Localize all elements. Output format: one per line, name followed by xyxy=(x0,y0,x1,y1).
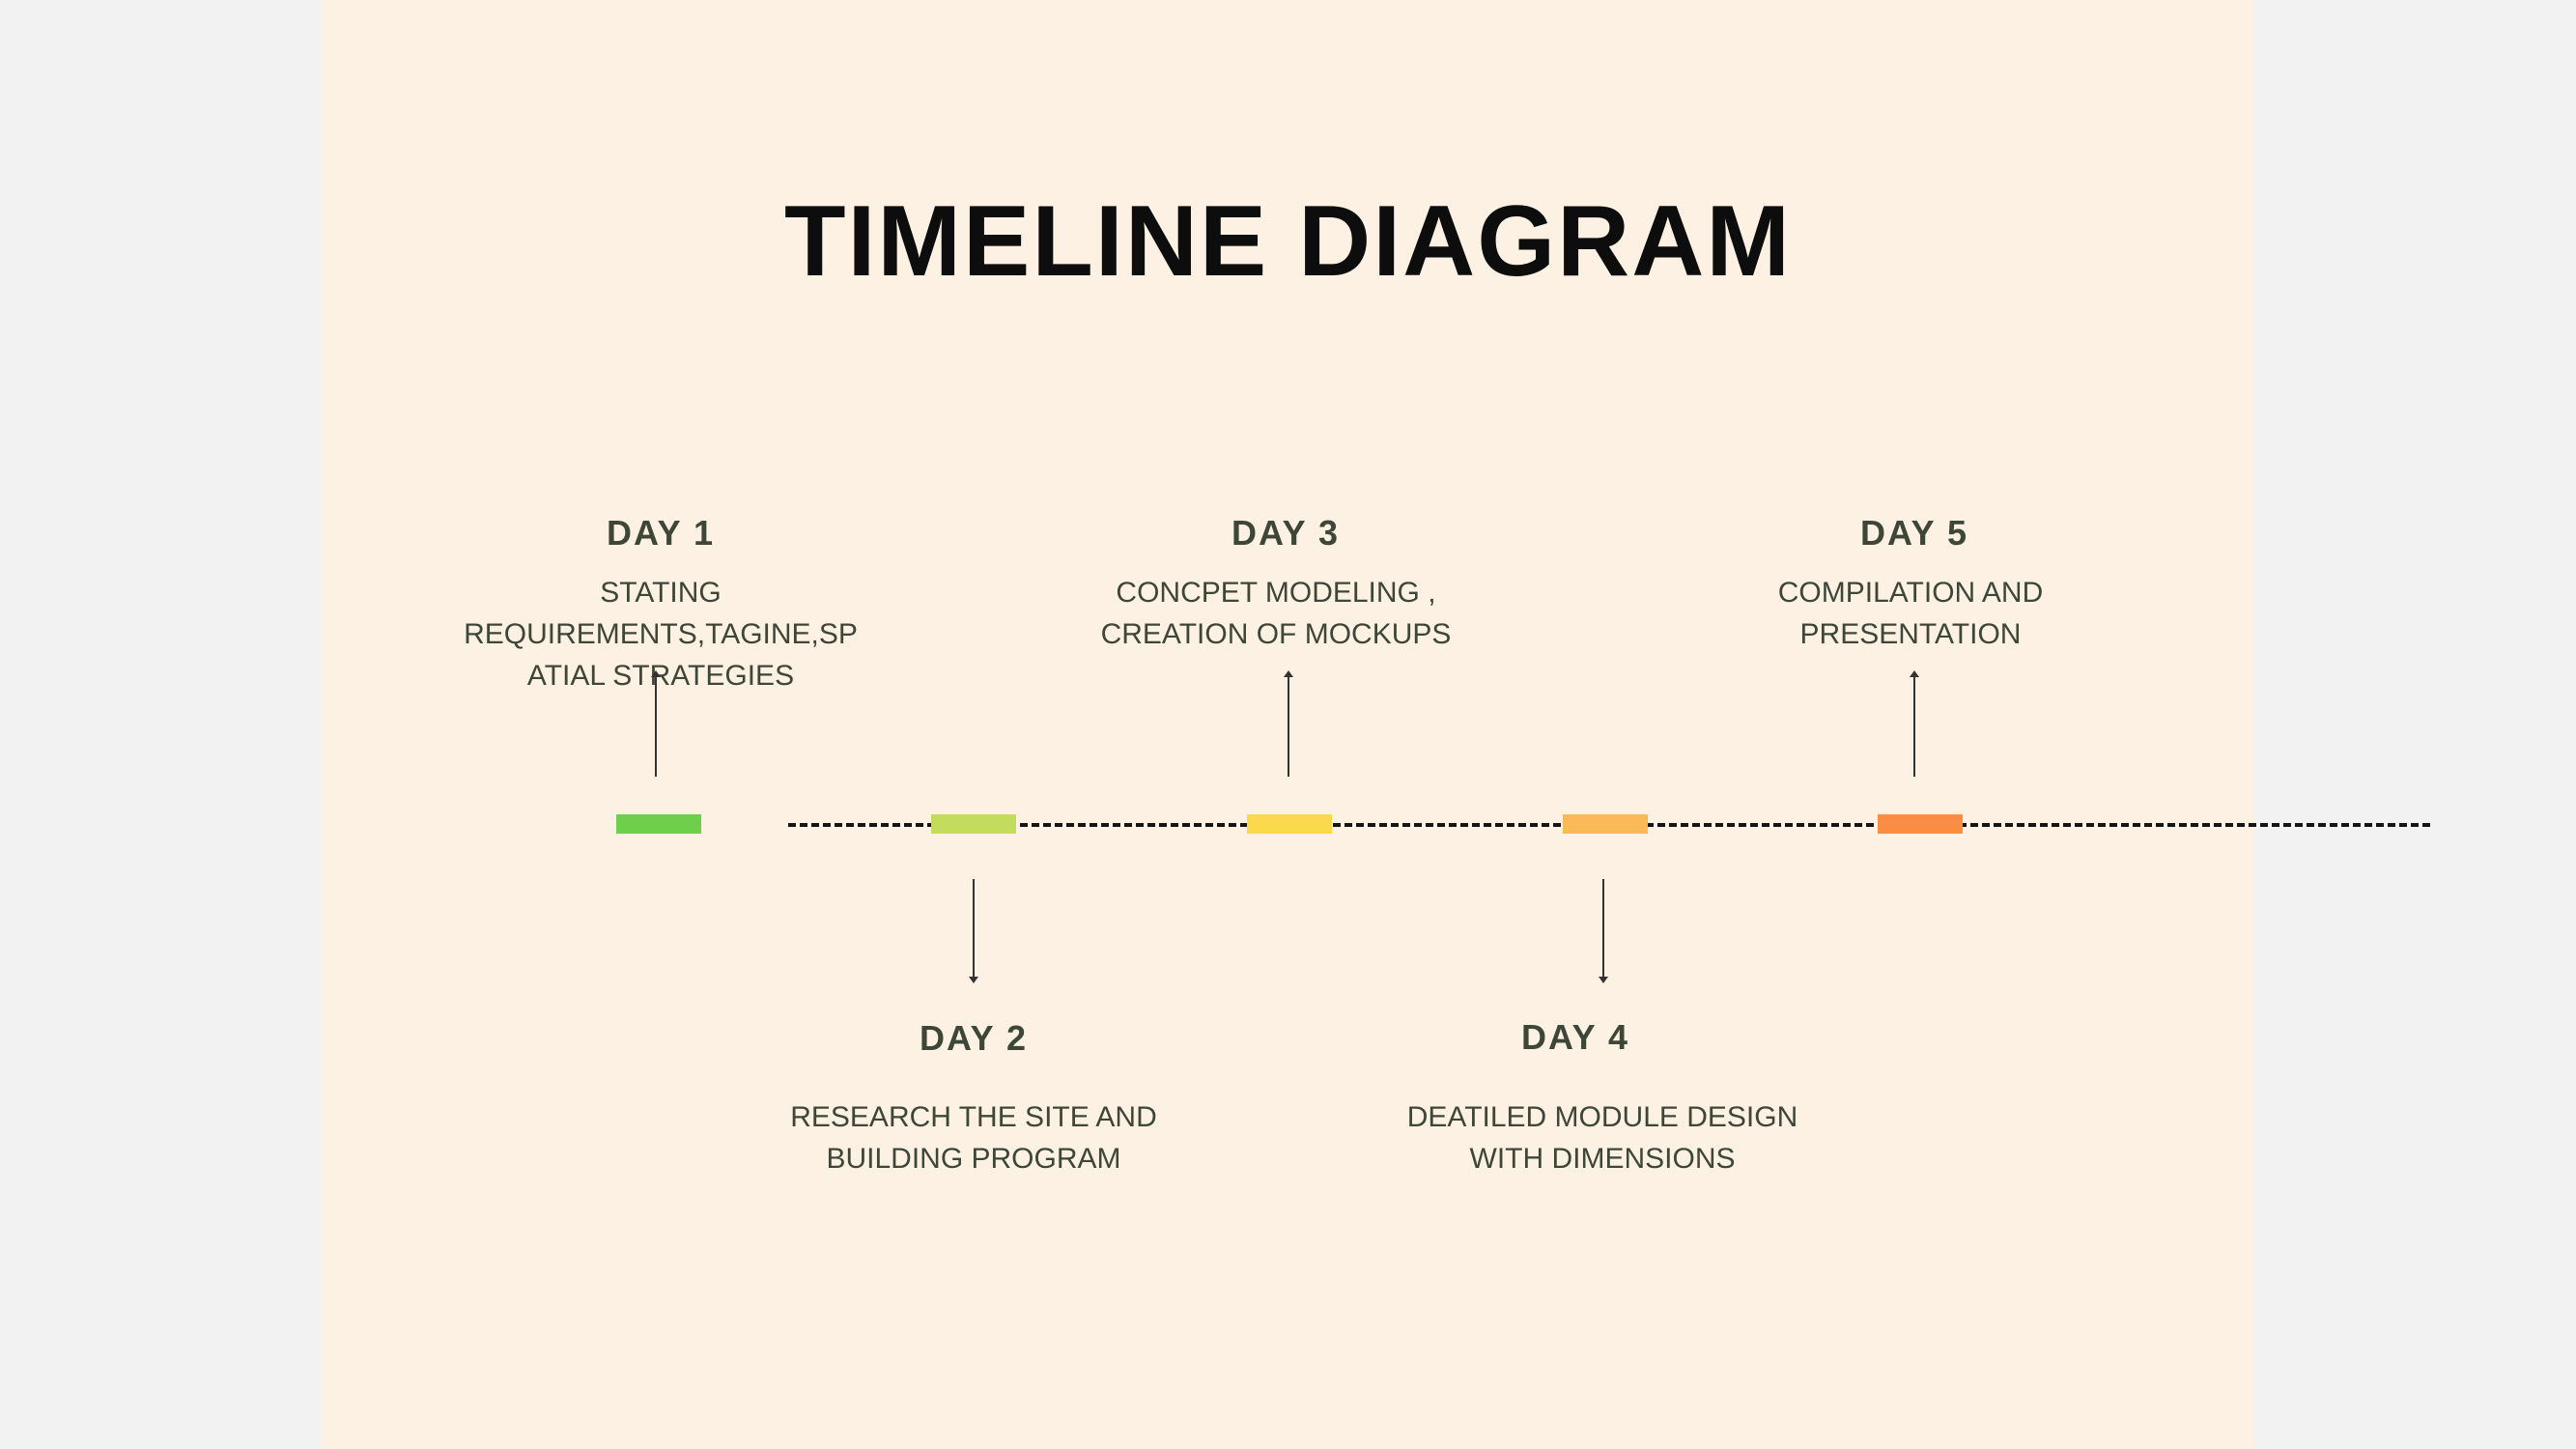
event-day-5-label: DAY 5 xyxy=(1859,513,1969,553)
event-day-5-line-2: PRESENTATION xyxy=(1799,618,2022,650)
diagram-title: TIMELINE DIAGRAM xyxy=(783,185,1793,298)
event-day-2-description: RESEARCH THE SITE AND BUILDING PROGRAM xyxy=(761,1096,1186,1179)
event-day-2-marker xyxy=(931,814,1016,834)
event-day-1-line-3: ATIAL STRATEGIES xyxy=(526,660,795,692)
event-day-2-line-2: BUILDING PROGRAM xyxy=(826,1143,1121,1175)
event-day-2-label: DAY 2 xyxy=(919,1018,1029,1058)
event-day-1-line-1: STATING xyxy=(600,577,722,609)
event-day-4-marker xyxy=(1563,814,1648,834)
event-day-4-label: DAY 4 xyxy=(1520,1017,1630,1057)
event-day-1-description: STATING REQUIREMENTS,TAGINE,SP ATIAL STR… xyxy=(448,572,873,696)
event-day-1-line-2: REQUIREMENTS,TAGINE,SP xyxy=(464,618,858,650)
event-day-4-line-2: WITH DIMENSIONS xyxy=(1469,1143,1736,1175)
event-day-1-marker xyxy=(616,814,701,834)
event-day-3-label: DAY 3 xyxy=(1231,513,1341,553)
slide-canvas: TIMELINE DIAGRAM DAY 1 STATING REQUIREME… xyxy=(322,0,2430,1449)
event-day-3-connector-arrow xyxy=(1284,670,1293,777)
event-day-3-marker xyxy=(1247,814,1332,834)
event-day-1-connector-arrow xyxy=(651,670,661,777)
event-day-3-line-1: CONCPET MODELING , xyxy=(1116,577,1436,609)
event-day-5-marker xyxy=(1878,814,1963,834)
event-day-2-line-1: RESEARCH THE SITE AND xyxy=(790,1101,1157,1133)
event-day-3-description: CONCPET MODELING , CREATION OF MOCKUPS xyxy=(1063,572,1488,655)
event-day-2-connector-arrow xyxy=(969,879,978,983)
event-day-5-connector-arrow xyxy=(1910,670,1919,777)
event-day-1-label: DAY 1 xyxy=(606,513,716,553)
event-day-4-line-1: DEATILED MODULE DESIGN xyxy=(1406,1101,1798,1133)
event-day-4-connector-arrow xyxy=(1599,879,1608,983)
event-day-5-line-1: COMPILATION AND xyxy=(1777,577,2044,609)
event-day-5-description: COMPILATION AND PRESENTATION xyxy=(1698,572,2123,655)
event-day-3-line-2: CREATION OF MOCKUPS xyxy=(1100,618,1452,650)
event-day-4-description: DEATILED MODULE DESIGN WITH DIMENSIONS xyxy=(1390,1096,1815,1179)
